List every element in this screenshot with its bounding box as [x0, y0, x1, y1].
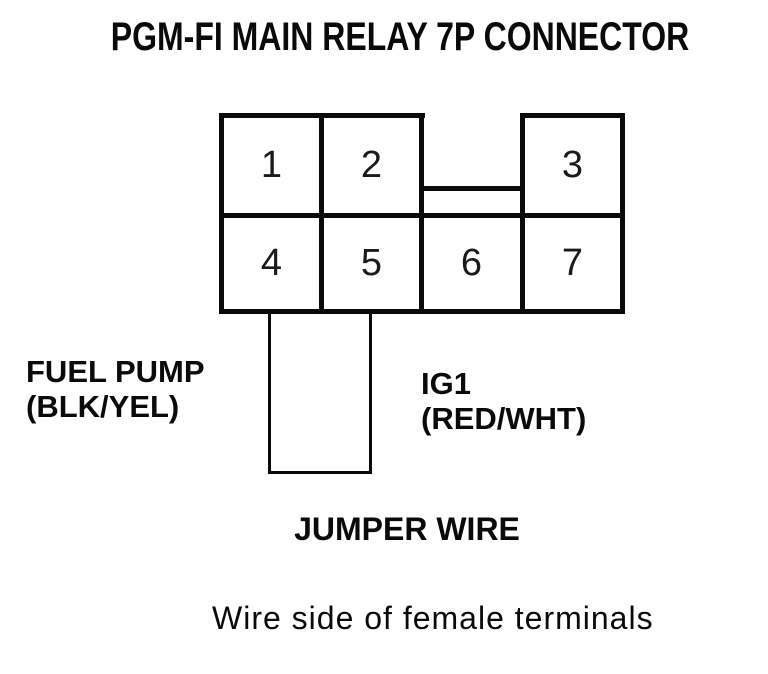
connector-right-edge: [620, 113, 625, 314]
pin-cell-4: 4: [260, 242, 283, 284]
jumper-wire-box-bottom: [268, 471, 372, 474]
pin-cell-1: 1: [260, 144, 283, 186]
pin-cell-6: 6: [460, 242, 483, 284]
fuel-pump-label: FUEL PUMP (BLK/YEL): [26, 354, 205, 424]
pin-cell-3: 3: [561, 144, 584, 186]
page-title-text: PGM-FI MAIN RELAY 7P CONNECTOR: [110, 15, 690, 59]
jumper-wire-box-right: [369, 314, 372, 474]
fuel-pump-label-line1: FUEL PUMP: [26, 354, 205, 389]
pin-cell-7: 7: [561, 242, 584, 284]
connector-top-edge-right: [520, 113, 625, 118]
ig1-label: IG1 (RED/WHT): [421, 366, 586, 436]
jumper-wire-box-left: [268, 314, 271, 474]
connector-notch-bottom-edge: [419, 186, 525, 191]
pin-cell-5: 5: [360, 242, 383, 284]
connector-divider-1: [319, 113, 324, 314]
ig1-label-line1: IG1: [421, 366, 471, 401]
pin-cell-2: 2: [360, 144, 383, 186]
page-title: PGM-FI MAIN RELAY 7P CONNECTOR: [38, 15, 761, 59]
fuel-pump-label-line2: (BLK/YEL): [26, 389, 180, 424]
jumper-wire-label: JUMPER WIRE: [294, 511, 520, 547]
connector-divider-3-notch-step: [520, 113, 525, 314]
connector-divider-2-notch-step: [419, 113, 424, 314]
caption-wire-side: Wire side of female terminals: [212, 600, 654, 636]
ig1-label-line2: (RED/WHT): [421, 401, 587, 436]
connector-left-edge: [219, 113, 224, 314]
